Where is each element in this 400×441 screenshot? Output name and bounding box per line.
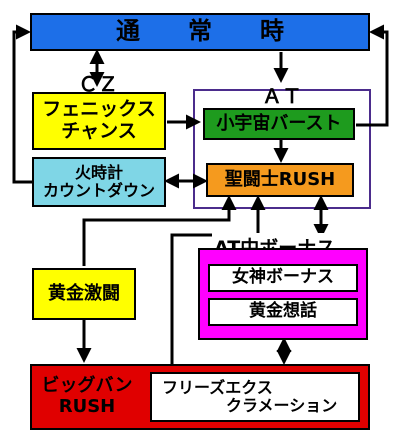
node-ougon-souwa: 黄金想話 xyxy=(208,298,358,326)
node-phoenix-chance: フェニックス チャンス xyxy=(32,92,166,150)
node-seitoshi-rush-label: 聖闘士RUSH xyxy=(224,168,336,190)
at-label: ＡＴ xyxy=(262,84,302,108)
at-bonus-frame xyxy=(198,248,368,340)
node-kouchu-burst-label: 小宇宙バースト xyxy=(216,112,342,134)
node-kouchu-burst: 小宇宙バースト xyxy=(203,108,355,140)
node-freeze-exclamation: フリーズエクス クラメーション xyxy=(150,372,360,422)
node-megami-bonus-label: 女神ボーナス xyxy=(232,267,334,288)
node-tsujo-label: 通 常 時 xyxy=(116,17,284,46)
arrow-hidokei-tsujo xyxy=(12,24,33,184)
node-freeze-exclamation-label: フリーズエクス クラメーション xyxy=(162,377,338,415)
node-seitoshi-rush: 聖闘士RUSH xyxy=(206,163,354,197)
node-ougon-souwa-label: 黄金想話 xyxy=(249,301,317,322)
node-tsujo: 通 常 時 xyxy=(30,13,370,51)
node-bigbang-rush-label: ビッグバン RUSH xyxy=(41,375,133,417)
node-megami-bonus: 女神ボーナス xyxy=(208,264,358,292)
node-ougon-gekito: 黄金激闘 xyxy=(32,268,136,320)
node-ougon-gekito-label: 黄金激闘 xyxy=(48,282,120,304)
node-phoenix-chance-label: フェニックス チャンス xyxy=(42,98,156,142)
node-hidokei-countdown: 火時計 カウントダウン xyxy=(32,157,166,207)
node-hidokei-countdown-label: 火時計 カウントダウン xyxy=(42,162,155,200)
